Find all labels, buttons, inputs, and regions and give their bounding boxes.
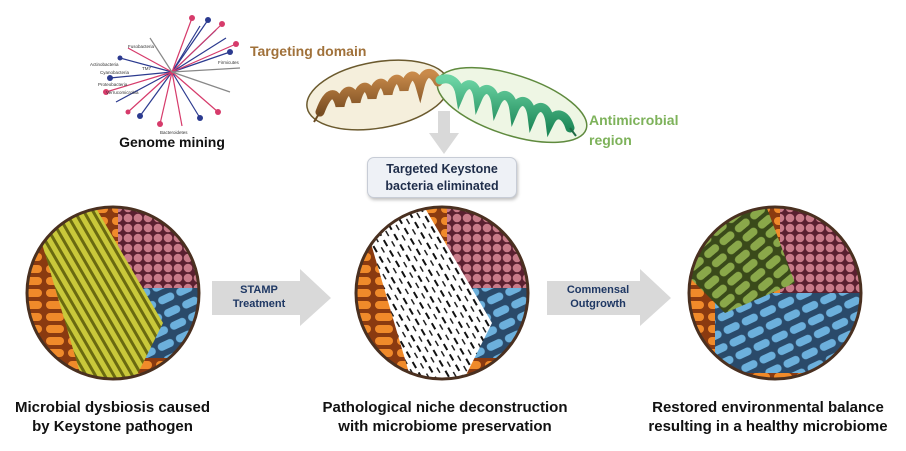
deconstruction-microbiome-circle	[354, 205, 530, 381]
eliminated-box-line1: Targeted Keystone	[386, 162, 498, 176]
tree-label-verrucomicrobia: Verrucomicrobia	[106, 90, 139, 95]
arrow2-line2: Outgrowth	[570, 298, 626, 310]
tree-label-proteobacteria: Proteobacteria	[98, 82, 128, 87]
stamp-treatment-label: STAMP Treatment	[213, 283, 305, 311]
caption-right-line2: resulting in a healthy microbiome	[648, 418, 888, 435]
arrow1-line1: STAMP	[240, 284, 278, 296]
caption-dysbiosis: Microbial dysbiosis caused by Keystone p…	[0, 398, 225, 436]
tree-label-actinobacteria: Actinobacteria	[90, 62, 119, 67]
caption-middle-line1: Pathological niche deconstruction	[322, 399, 568, 416]
caption-left-line1: Microbial dysbiosis caused	[14, 399, 211, 416]
antimicrobial-helix	[435, 74, 577, 138]
antimicrobial-label-line1: Antimicrobial	[589, 112, 679, 128]
stamp-peptide-illustration	[306, 59, 588, 144]
caption-restored: Restored environmental balance resulting…	[630, 398, 906, 436]
tree-label-fusobacteria: Fusobacteria	[128, 44, 155, 49]
arrow2-line1: Commensal	[566, 284, 630, 296]
caption-right-line1: Restored environmental balance	[652, 399, 884, 416]
down-arrow	[429, 111, 459, 154]
arrow1-line2: Treatment	[232, 298, 286, 310]
tree-label-firmicutes: Firmicutes	[218, 60, 240, 65]
caption-middle-line2: with microbiome preservation	[338, 418, 552, 435]
commensal-outgrowth-label: Commensal Outgrowth	[548, 283, 648, 311]
caption-deconstruction: Pathological niche deconstruction with m…	[305, 398, 585, 436]
caption-left-line2: by Keystone pathogen	[32, 418, 193, 435]
commensal-outgrowth-arrow	[547, 269, 671, 326]
targeting-helix	[313, 69, 443, 123]
dysbiosis-microbiome-circle	[25, 205, 201, 381]
antimicrobial-label-line2: region	[589, 132, 632, 148]
tree-label-cyanobacteria: Cyanobacteria	[100, 70, 130, 75]
keystone-eliminated-box: Targeted Keystone bacteria eliminated	[367, 157, 517, 198]
phylogenetic-tree-image: Fusobacteria Actinobacteria TM7 Cyanobac…	[90, 15, 241, 135]
stamp-treatment-arrow	[212, 269, 331, 326]
eliminated-box-line2: bacteria eliminated	[385, 179, 499, 193]
genome-mining-label: Genome mining	[119, 134, 225, 150]
targeting-domain-label: Targeting domain	[250, 43, 367, 59]
tree-label-bacteroidetes: Bacteroidetes	[160, 130, 188, 135]
tree-label-tm7: TM7	[142, 66, 151, 71]
restored-microbiome-circle	[687, 205, 863, 381]
antimicrobial-region-label: Antimicrobial region	[589, 110, 699, 150]
